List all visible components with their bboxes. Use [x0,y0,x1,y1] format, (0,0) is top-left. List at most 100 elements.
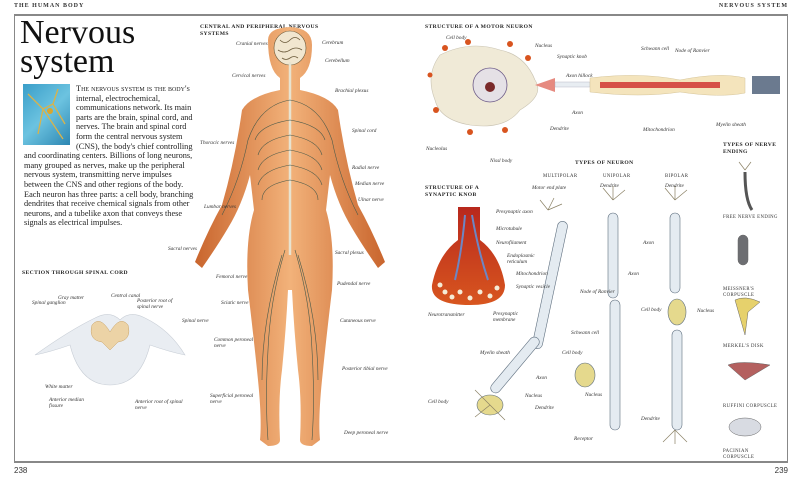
neuron-label: Motor end plate [532,185,567,191]
neuron-label: Receptor [574,436,594,442]
body-label: Sacral nerves [168,246,197,252]
neuron-label: Cell body [641,307,662,313]
body-label: Thoracic nerves [200,140,235,146]
motor-label: Dendrite [550,126,569,132]
body-label: Sciatic nerve [221,300,249,306]
synaptic-label: Endoplasmic reticulum [507,253,535,265]
body-label: Cranial nerves [236,41,268,47]
body-label: Spinal cord [352,128,377,134]
right-frame [787,14,788,462]
left-frame [14,14,15,462]
motor-label: Nucleolus [426,146,448,152]
footer-rule [14,461,788,463]
synaptic-label: Mitochondrion [516,271,548,277]
motor-label: Nucleus [535,43,553,49]
page-number-right: 239 [774,466,788,475]
neuron-label: Dendrite [600,183,619,189]
motor-label: Node of Ranvier [675,48,710,54]
neuron-types-illustration [476,212,687,431]
intro-lead: The nervous system is the body's [76,84,190,93]
body-label: Common peroneal nerve [214,337,254,349]
neuron-label: Dendrite [535,405,554,411]
body-label: Cervical nerves [232,73,266,79]
spinal-label: Gray matter [58,295,85,301]
motor-label: Axon hillock [566,73,593,79]
nerve-ending-caption: Free nerve ending [723,215,778,220]
synaptic-label: Neurofilament [496,240,527,246]
neuron-micrograph [23,84,70,145]
body-label: Posterior tibial nerve [342,366,388,372]
spinal-label: White matter [45,384,73,390]
neuron-label: Axon [628,271,639,277]
neuron-label: Axon [536,375,547,381]
neuron-label: Dendrite [665,183,684,189]
body-label: Lumbar nerves [204,204,236,210]
spinal-label: Anterior root of spinal nerve [135,399,183,411]
motor-neuron-illustration [427,39,780,135]
neuron-label: Cell body [428,399,449,405]
neuron-label: Nucleus [585,392,603,398]
spinal-label: Anterior median fissure [49,397,84,409]
nerve-ending-caption: Meissner's corpuscle [723,287,755,298]
spinal-label: Posterior root of spinal nerve [137,298,173,310]
body-label: Cerebellum [325,58,350,64]
intro-text: The nervous system is the body's interna… [24,84,194,228]
neuron-label: Nucleus [525,393,543,399]
nerve-endings-illustration [727,171,771,437]
motor-label: Synaptic knob [557,54,587,60]
heading-types-neuron: Types of neuron [575,160,634,166]
body-label: Ulnar nerve [358,197,384,203]
synaptic-label: Presynaptic axon [496,209,533,215]
intro-body: internal, electrochemical, communication… [24,93,194,228]
human-body-figure [195,27,385,446]
motor-label: Mitochondrion [643,127,675,133]
heading-motor-neuron: Structure of a motor neuron [425,24,533,30]
spinal-cord-section [34,314,186,386]
body-label: Cerebrum [322,40,344,46]
neuron-label: Nucleus [697,308,715,314]
heading-spinal: Section through spinal cord [22,270,128,276]
label-unipolar: Unipolar [603,174,631,179]
synaptic-label: Neurotransmitter [428,312,465,318]
body-label: Brachial plexus [335,88,369,94]
page-number-left: 238 [14,466,28,475]
synaptic-label: Microtubule [496,226,522,232]
motor-label: Cell body [446,35,467,41]
heading-types-nerve-ending: Types of nerve ending [723,142,777,155]
running-head-right: NERVOUS SYSTEM [718,3,788,9]
heading-cns: Central and peripheral nervous systems [200,24,319,37]
body-label: Deep peroneal nerve [344,430,389,436]
motor-label: Schwann cell [641,46,670,52]
body-label: Median nerve [355,181,385,187]
spinal-label: Central canal [111,293,141,299]
synaptic-label: Presynaptic membrane [493,311,519,323]
motor-label: Myelin sheath [716,122,746,128]
body-label: Sacral plexus [335,250,364,256]
label-multipolar: Multipolar [543,174,578,179]
spinal-label: Spinal nerve [182,318,209,324]
motor-label: Nissl body [490,158,513,164]
running-head-left: THE HUMAN BODY [14,3,85,9]
page-title: Nervous system [20,14,136,80]
synaptic-knob-illustration [431,207,505,305]
neuron-label: Schwann cell [571,330,600,336]
neuron-label: Cell body [562,350,583,356]
body-label: Femoral nerve [216,274,248,280]
neuron-label: Node of Ranvier [580,289,615,295]
nerve-ending-caption: Merkel's disk [723,344,764,349]
spinal-label: Spinal ganglion [32,300,66,306]
dendrite-branches [474,161,752,444]
label-bipolar: Bipolar [665,174,689,179]
neuron-label: Myelin sheath [480,350,510,356]
body-label: Pudendal nerve [337,281,371,287]
motor-label: Axon [572,110,583,116]
nerve-ending-caption: Pacinian corpuscle [723,449,755,460]
body-label: Superficial peroneal nerve [210,393,254,405]
nerve-ending-caption: Ruffini corpuscle [723,404,778,409]
neuron-label: Axon [643,240,654,246]
body-label: Cutaneous nerve [340,318,376,324]
heading-synaptic-knob: Structure of a synaptic knob [425,185,479,198]
header-rule [14,14,788,16]
body-label: Radial nerve [352,165,380,171]
